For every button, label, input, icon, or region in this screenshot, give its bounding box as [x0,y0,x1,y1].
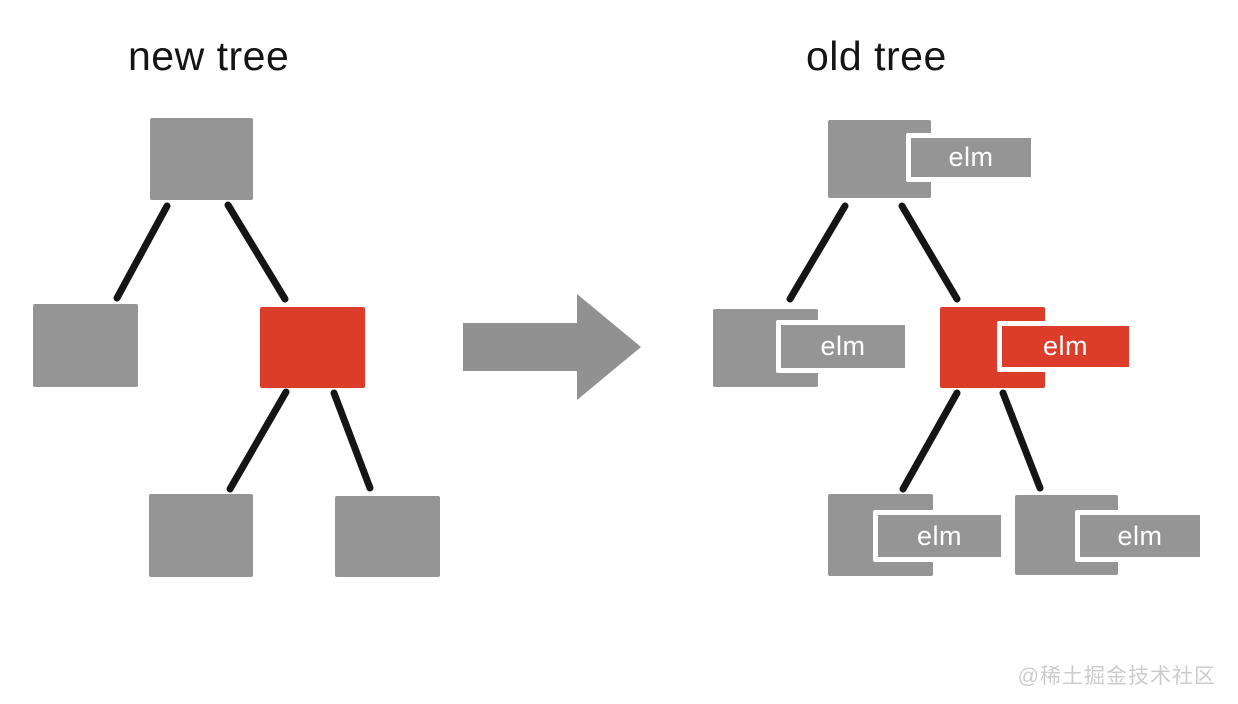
elm-tag-label: elm [820,331,866,361]
new-tree-edge [330,389,374,492]
old-tree-edge [999,389,1044,492]
old-tree-node-root-elm-tag: elm [906,133,1036,182]
new-tree-edge [226,388,290,493]
new-tree-title: new tree [128,33,290,79]
watermark-text: @稀土掘金技术社区 [1017,665,1216,688]
old-tree-title: old tree [806,33,947,79]
old-tree-node-left-elm-tag: elm [776,320,910,373]
old-tree-node-right-right-elm-tag: elm [1075,510,1205,562]
elm-tag-label: elm [1042,331,1088,361]
new-tree-node-right-right [335,496,440,577]
new-tree-node-right-left [149,494,253,577]
new-tree-node-right [260,307,365,388]
new-tree-edge [113,202,171,302]
old-tree-node-right-left-elm-tag: elm [873,510,1006,562]
transform-arrow-icon [463,294,641,400]
old-tree-edge [786,202,849,303]
new-tree-node-root [150,118,253,200]
new-tree-edge [224,201,289,303]
elm-tag-label: elm [1117,520,1163,551]
new-tree-node-left [33,304,138,387]
old-tree-node-right-elm-tag: elm [997,321,1134,372]
old-tree-edge [898,202,961,303]
elm-tag-label: elm [916,520,962,551]
elm-tag-label: elm [948,142,994,172]
old-tree-edge [899,389,961,493]
